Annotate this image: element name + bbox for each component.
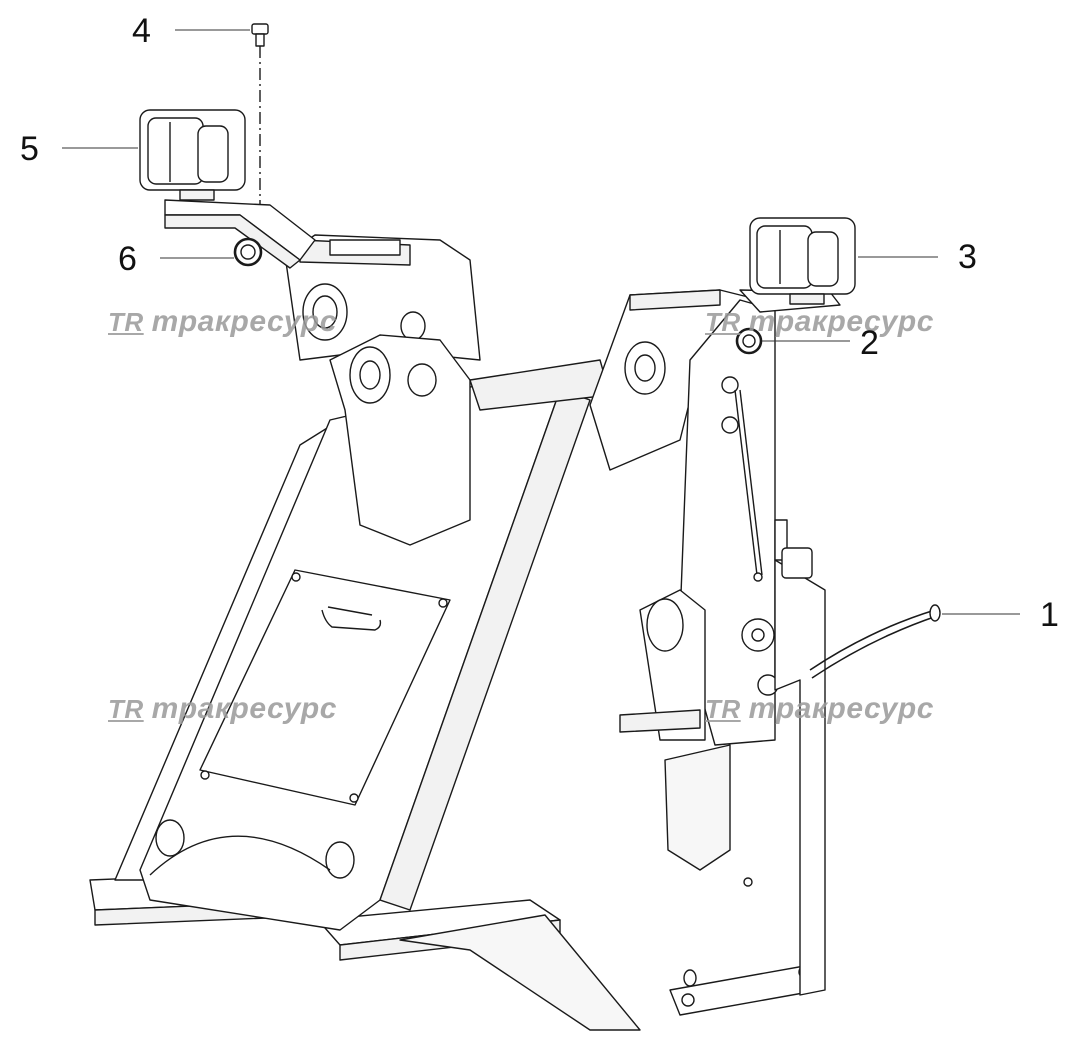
callout-6: 6: [118, 240, 137, 278]
leader-lines: [62, 29, 1020, 615]
base-right-plate: [669, 964, 821, 1016]
access-panel: [199, 569, 451, 806]
watermark-logo: TR: [108, 694, 144, 724]
center-link: [329, 334, 611, 546]
work-lamp-icon: [749, 217, 856, 305]
grommet-icon: [735, 327, 763, 355]
watermark-logo: TR: [108, 307, 144, 337]
callout-4: 4: [132, 12, 151, 50]
pivot-pin-left: [302, 283, 426, 341]
bolt-icon: [251, 23, 269, 205]
base-center-plate: [317, 899, 641, 1031]
watermark-text: тракресурс: [748, 692, 934, 725]
callout-5: 5: [20, 130, 39, 168]
watermark-logo: TR: [705, 307, 741, 337]
right-cylinder-mount: [619, 589, 706, 741]
watermark-text: тракресурс: [748, 305, 934, 338]
frame-holes: [149, 819, 355, 879]
lamp-bracket-left: [164, 199, 316, 269]
grommet-icon: [929, 604, 941, 622]
watermark-text: тракресурс: [151, 305, 337, 338]
cable: [809, 609, 938, 679]
work-lamp-icon: [139, 109, 246, 201]
callout-3: 3: [958, 238, 977, 276]
callout-1: 1: [1040, 596, 1059, 634]
grommet-icon: [233, 237, 263, 267]
callout-2: 2: [860, 324, 879, 362]
watermark-logo: TR: [705, 694, 741, 724]
watermark-text: тракресурс: [151, 692, 337, 725]
